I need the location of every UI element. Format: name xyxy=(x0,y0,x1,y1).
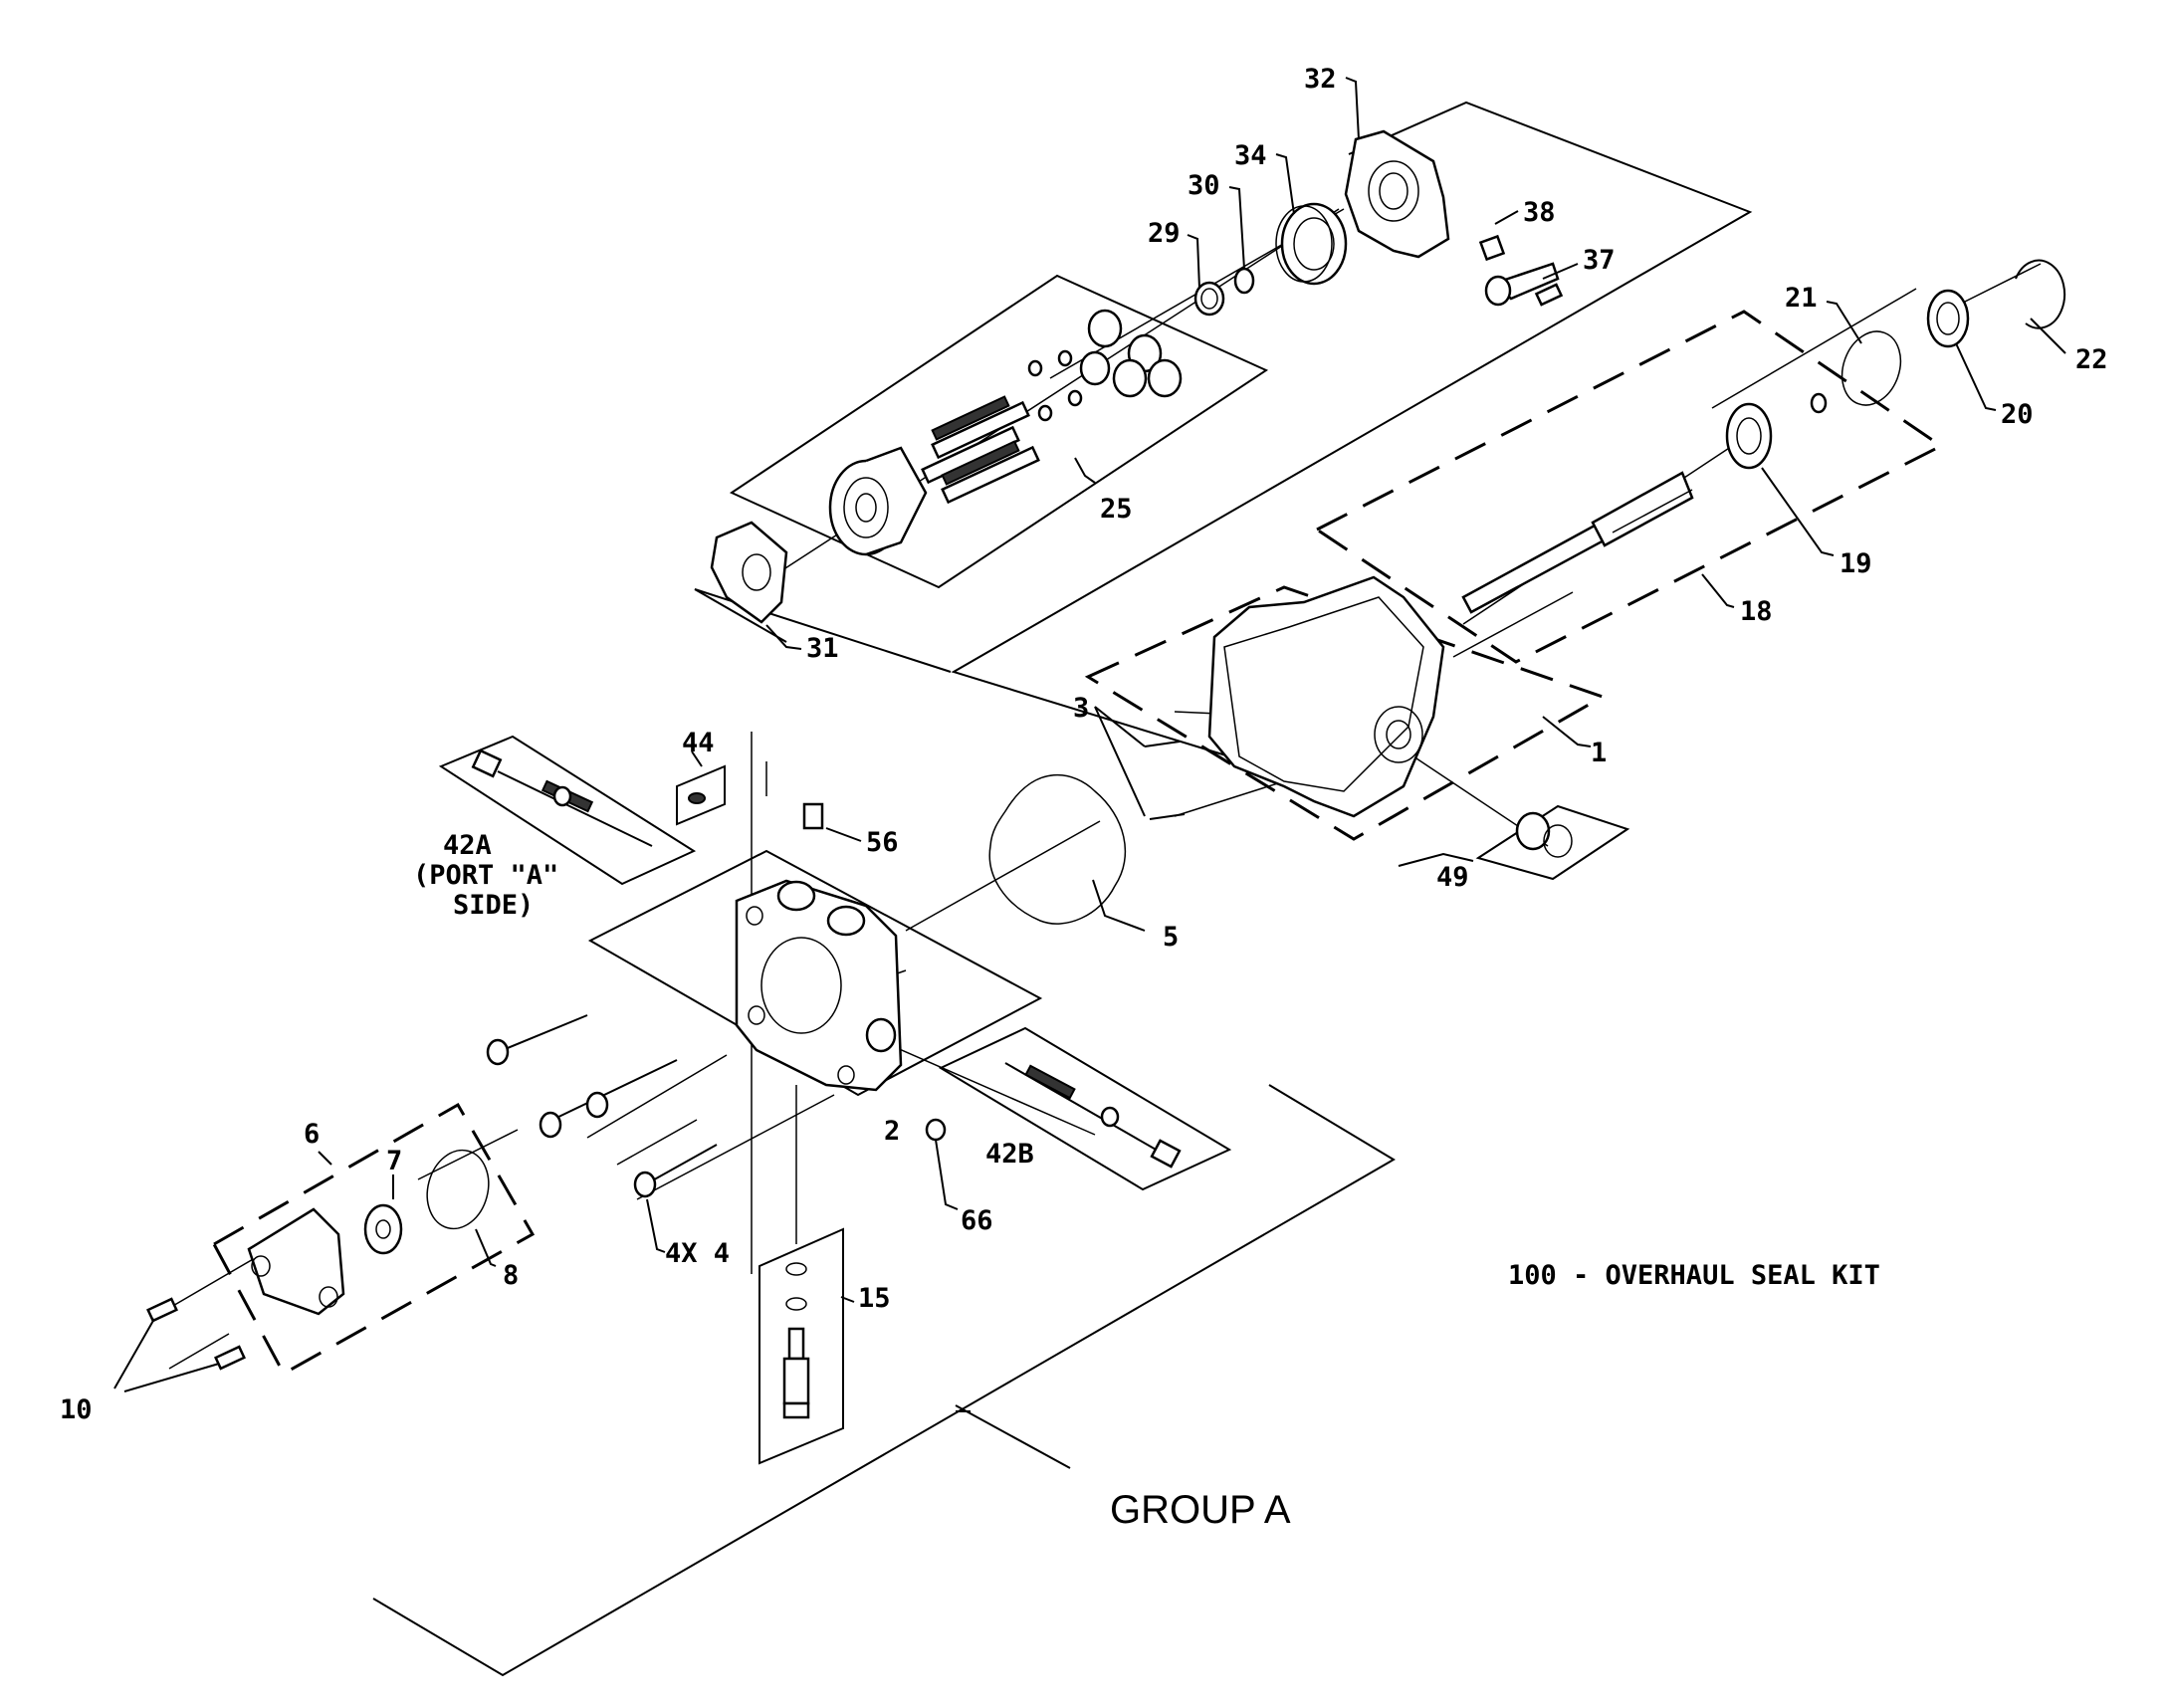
label-20: 20 xyxy=(2001,399,2034,430)
label-44: 44 xyxy=(682,728,715,758)
part-20-seal xyxy=(1926,289,1970,348)
frame-25 xyxy=(729,274,1269,589)
frame-group-a xyxy=(372,1084,1396,1677)
part-22-retaining-ring xyxy=(2015,259,2066,329)
part-32-end-cap xyxy=(1344,129,1450,259)
label-42a-line2: (PORT "A" xyxy=(413,860,558,891)
frame-44 xyxy=(676,764,726,826)
label-21: 21 xyxy=(1785,283,1818,314)
part-42b-check-valve xyxy=(1004,1062,1182,1169)
label-25: 25 xyxy=(1100,494,1133,525)
part-15-valve xyxy=(782,1262,810,1419)
label-5: 5 xyxy=(1163,922,1179,953)
label-8: 8 xyxy=(503,1260,519,1291)
label-30: 30 xyxy=(1188,170,1220,201)
label-1: 1 xyxy=(1591,738,1607,768)
label-49: 49 xyxy=(1436,862,1469,893)
label-6: 6 xyxy=(304,1119,320,1150)
part-66-plug xyxy=(925,1118,947,1142)
part-31-valve-plate xyxy=(710,521,788,624)
part-3-pins xyxy=(1144,741,1186,820)
part-4-bolts xyxy=(486,1014,718,1198)
label-7: 7 xyxy=(386,1146,402,1176)
frame-42a xyxy=(438,735,697,886)
part-25-pistons xyxy=(921,309,1183,505)
label-22: 22 xyxy=(2075,344,2108,375)
part-8-o-ring xyxy=(426,1149,490,1230)
part-30-ring xyxy=(1233,267,1255,295)
frame-6 xyxy=(211,1102,536,1377)
part-44-orifice xyxy=(688,792,706,804)
label-15: 15 xyxy=(858,1283,891,1314)
part-37-lever xyxy=(1484,262,1564,307)
part-49-plug xyxy=(1515,811,1573,858)
label-19: 19 xyxy=(1840,548,1872,579)
part-2-end-cap xyxy=(735,879,903,1092)
label-38: 38 xyxy=(1523,197,1556,228)
label-37: 37 xyxy=(1583,245,1616,276)
frame-31 xyxy=(694,588,787,643)
part-34-seal xyxy=(1275,202,1348,286)
part-56-plug xyxy=(802,802,824,830)
part-21-o-ring xyxy=(1841,330,1902,406)
part-7-gear xyxy=(363,1203,403,1255)
part-labels: 32 34 30 29 38 37 21 22 20 19 18 25 31 3… xyxy=(60,64,2108,1425)
label-66: 66 xyxy=(961,1205,993,1236)
leader-lines xyxy=(113,77,2066,1469)
label-42a-line1: 42A xyxy=(443,830,492,861)
overhaul-seal-kit-note: 100 - OVERHAUL SEAL KIT xyxy=(1508,1260,1880,1291)
part-42a-check-valve xyxy=(471,748,653,847)
label-2: 2 xyxy=(884,1116,900,1147)
frame-18 xyxy=(1314,310,1944,664)
part-5-gasket xyxy=(988,774,1127,925)
frame-1 xyxy=(1084,585,1607,841)
label-29: 29 xyxy=(1148,218,1181,249)
label-4: 4X 4 xyxy=(665,1238,730,1269)
part-1-housing xyxy=(1207,575,1445,818)
part-18-shaft xyxy=(1461,471,1694,614)
part-38-key xyxy=(1478,234,1506,262)
frame-15 xyxy=(758,1227,844,1465)
part-29-washer xyxy=(1193,281,1225,317)
part-6-cover xyxy=(247,1207,345,1316)
label-31: 31 xyxy=(806,633,839,664)
part-19-bearing xyxy=(1725,402,1773,470)
label-10: 10 xyxy=(60,1394,93,1425)
frame-42b xyxy=(938,1026,1232,1191)
group-a-label: GROUP A xyxy=(1110,1488,1291,1532)
label-32: 32 xyxy=(1304,64,1337,95)
label-56: 56 xyxy=(866,827,899,858)
part-10-screws xyxy=(146,1297,246,1371)
label-42a-line3: SIDE) xyxy=(453,890,534,921)
label-3: 3 xyxy=(1073,693,1089,724)
part-ring xyxy=(1810,392,1828,414)
label-34: 34 xyxy=(1234,140,1267,171)
label-42b: 42B xyxy=(985,1139,1034,1170)
frame-49 xyxy=(1475,804,1630,881)
label-18: 18 xyxy=(1740,596,1773,627)
part-25-cylinder-block xyxy=(828,446,928,556)
